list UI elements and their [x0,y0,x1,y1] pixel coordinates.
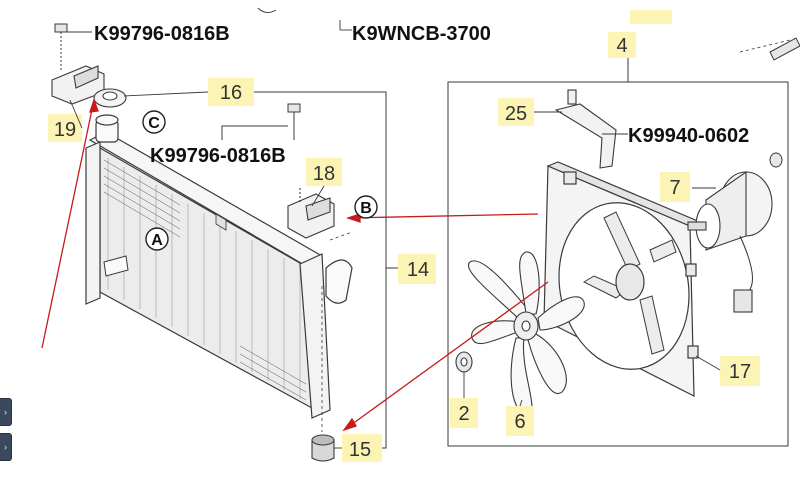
callout-4: 4 [616,35,627,57]
radiator-fins [107,158,301,399]
callout-6: 6 [514,411,525,433]
radiator-right-tank [299,253,331,419]
fan-bracket-bolt [769,37,800,61]
connection-arrows [41,98,549,432]
view-marker-c: C [142,110,166,134]
fan-shroud [543,161,702,397]
view-marker-a-label: A [151,232,163,249]
rubber-mount-15 [311,434,335,462]
fan-group-frame [447,58,789,447]
fan-motor-7 [687,170,773,313]
chevron-right-icon: › [4,407,7,417]
lower-bracket-18 [287,188,335,239]
top-bolt [54,23,92,70]
callout-leaders [69,7,721,449]
nut-washer-2 [455,351,473,373]
callout-25: 25 [505,103,527,125]
radiator-filler-neck [95,114,119,143]
callout-17: 17 [729,361,751,383]
part-number-top-bolt: K99796-0816B [94,23,230,45]
view-marker-a: A [145,227,169,251]
radiator-inlet-pipe [103,255,129,277]
radiator-left-tank [85,141,101,305]
radiator-outlet-pipe [325,259,353,304]
rubber-mount-16 [93,88,127,108]
view-marker-b-label: B [360,200,372,217]
side-control-lower[interactable]: › [0,433,12,461]
bracket-25 [554,89,617,169]
callout-16: 16 [220,82,242,104]
callout-2: 2 [458,403,469,425]
callout-18: 18 [313,163,335,185]
side-control-upper[interactable]: › [0,398,12,426]
radiator [85,114,353,419]
view-marker-b: B [354,195,378,219]
mid-bolt [221,103,301,140]
callout-highlights [48,10,760,462]
radiator-top-clip [215,213,227,231]
part-number-fan-bracket-bolt: K99940-0602 [628,125,749,147]
callout-7: 7 [669,177,680,199]
callout-15: 15 [349,439,371,461]
upper-bracket-19 [51,65,105,105]
part-number-mid-bolt: K99796-0816B [150,145,286,167]
view-marker-c-label: C [148,115,160,132]
washer-fan-bolt [769,152,783,168]
radiator-hatch [103,159,307,401]
callout-14: 14 [407,259,429,281]
chevron-right-icon: › [4,442,7,452]
part-number-top-center: K9WNCB-3700 [352,23,491,45]
callout-19: 19 [54,119,76,141]
